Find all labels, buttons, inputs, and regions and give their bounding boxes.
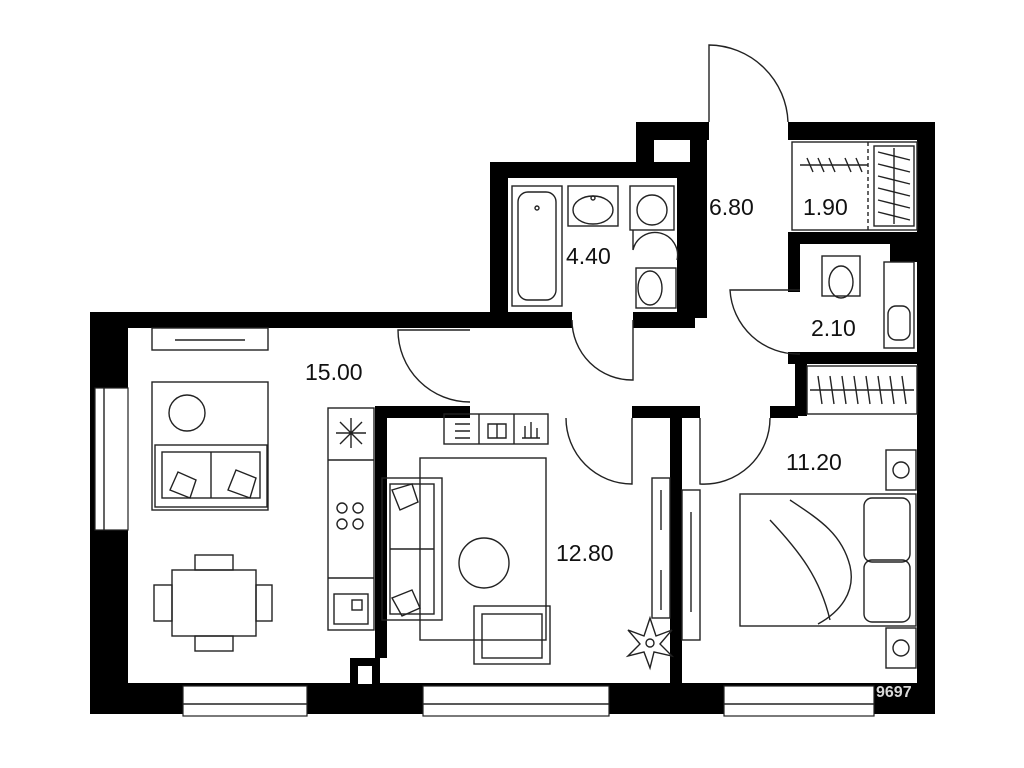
window-left	[94, 387, 129, 531]
rug-room2	[419, 457, 547, 641]
area-bathroom: 4.40	[566, 243, 611, 269]
door-bath	[571, 319, 634, 381]
wall-div-box-inner	[358, 666, 372, 684]
windows	[94, 387, 875, 717]
wall-wc-left	[788, 232, 800, 292]
area-closet: 1.90	[803, 194, 848, 220]
wall-wc-bottom	[788, 352, 935, 364]
wall-div-2	[670, 406, 682, 686]
toilet-bath	[635, 267, 677, 309]
wall-bath-right	[677, 178, 695, 318]
wc-fixtures	[821, 255, 915, 349]
kitchen-counter	[327, 407, 375, 631]
wall-hall-right	[695, 128, 707, 318]
nightstand-top	[885, 449, 917, 491]
door-living	[397, 329, 471, 403]
wardrobe-hall	[791, 141, 918, 231]
doors	[397, 44, 801, 485]
window-bottom-3	[723, 685, 875, 717]
wall-bath-left	[490, 162, 508, 328]
bathroom-fixtures	[511, 185, 679, 309]
sink	[567, 185, 619, 227]
wall-bath-top	[490, 162, 695, 178]
wardrobe-bedroom	[806, 365, 918, 415]
wall-mid-2	[632, 406, 700, 418]
watermark: 9697	[876, 684, 912, 701]
bedroom-furniture	[681, 449, 917, 669]
bed	[739, 493, 917, 627]
wall-wc-box	[890, 238, 920, 262]
wall-mid-3	[770, 406, 798, 418]
shelf	[443, 413, 549, 445]
wall-step-box	[690, 140, 698, 170]
door-bedroom	[699, 417, 771, 485]
living-furniture	[151, 327, 375, 652]
wall-bath-bottom	[490, 312, 572, 328]
wardrobe-bedroom-2	[681, 489, 701, 641]
area-hall: 6.80	[709, 194, 754, 220]
bathtub	[511, 185, 563, 307]
wall-div-1	[375, 406, 387, 658]
sofa	[154, 444, 268, 508]
wall-mid-1	[375, 406, 470, 418]
coffee-table	[168, 394, 206, 432]
tv-unit	[151, 327, 269, 351]
wall-right	[917, 122, 935, 714]
plant-icon	[625, 615, 675, 671]
door-entrance	[708, 44, 789, 123]
sofa-room2	[381, 477, 443, 621]
area-labels: 15.00 4.40 6.80 1.90 2.10 12.80 11.20 96…	[305, 194, 912, 701]
wardrobe-room2	[651, 477, 671, 619]
washing-machine	[629, 185, 675, 231]
area-wc: 2.10	[811, 315, 856, 341]
walls	[90, 122, 935, 714]
wall-step-top	[636, 122, 709, 140]
door-room2	[565, 417, 633, 485]
wall-closet2	[795, 364, 807, 416]
window-bottom-2	[422, 685, 610, 717]
window-bottom-1	[182, 685, 308, 717]
room2-furniture	[381, 413, 675, 671]
nightstand-bottom	[885, 627, 917, 669]
door-wc	[729, 289, 801, 355]
armchair	[473, 605, 551, 665]
area-room2: 12.80	[556, 540, 614, 566]
wall-top-right	[788, 122, 935, 140]
dining-table	[171, 569, 257, 637]
area-living: 15.00	[305, 359, 363, 385]
wall-top-living	[90, 312, 500, 328]
rug	[151, 381, 269, 511]
wall-bath-bottom-r	[633, 312, 695, 328]
area-bedroom: 11.20	[786, 449, 842, 475]
round-table	[458, 537, 510, 589]
